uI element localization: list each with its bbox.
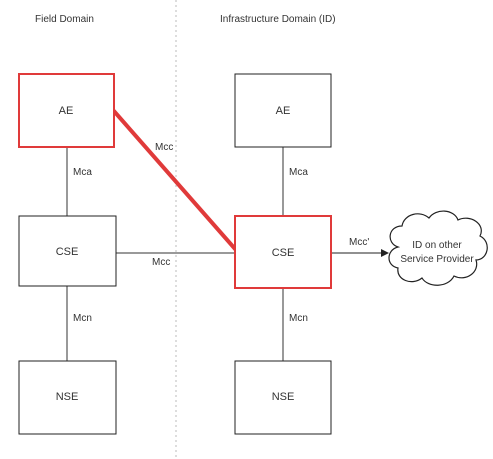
field-ae-label: AE <box>59 105 74 117</box>
infra-ae-label: AE <box>276 105 291 117</box>
infra-cse-box <box>234 215 332 289</box>
field-cse-box <box>18 215 117 287</box>
external-provider-cloud <box>388 210 488 286</box>
field-nse-box <box>18 360 117 435</box>
cloud-label-line1: ID on other <box>412 240 462 251</box>
external-mcc-label: Mcc' <box>349 237 369 248</box>
infrastructure-domain-title: Infrastructure Domain (ID) <box>220 14 336 25</box>
infra-cse-label: CSE <box>272 247 295 259</box>
ae-mcc-label: Mcc <box>155 142 173 153</box>
field-mca-label: Mca <box>73 167 92 178</box>
infra-mca-label: Mca <box>289 167 308 178</box>
field-nse-label: NSE <box>56 391 79 403</box>
infra-ae-box <box>234 73 332 148</box>
cloud-label-line2: Service Provider <box>400 254 474 265</box>
infra-nse-label: NSE <box>272 391 295 403</box>
field-cse-label: CSE <box>56 246 79 258</box>
field-mcn-label: Mcn <box>73 313 92 324</box>
field-ae-box <box>18 73 115 148</box>
infra-mcn-label: Mcn <box>289 313 308 324</box>
field-domain-title: Field Domain <box>35 14 94 25</box>
cse-mcc-label: Mcc <box>152 257 170 268</box>
ae-mcc-highlight-line <box>111 108 238 252</box>
infra-nse-box <box>234 360 332 435</box>
